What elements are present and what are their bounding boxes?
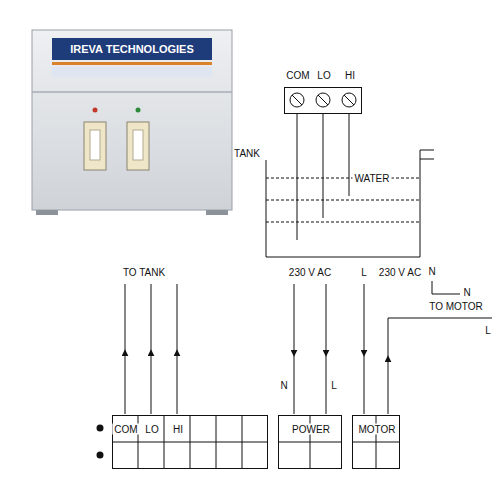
tank-wire	[177, 284, 178, 350]
tank-label: TANK	[234, 148, 260, 159]
controller-body	[32, 30, 232, 210]
motor-out-wire	[388, 318, 492, 356]
terminal-screw	[342, 93, 356, 107]
power-wire	[326, 284, 327, 356]
mode-switch	[127, 122, 149, 170]
motor-out-wire	[388, 356, 389, 414]
power-wire	[294, 284, 295, 356]
mounting-foot	[206, 210, 228, 215]
tank-wire	[151, 284, 152, 350]
signal-name: L	[361, 267, 367, 278]
power-terminal-strip: POWER	[278, 415, 342, 469]
level-line	[266, 200, 419, 201]
lo-probe	[323, 114, 324, 218]
label-strip	[52, 67, 212, 77]
supply-voltage: 230 V AC	[379, 267, 421, 278]
switch-rocker	[133, 130, 143, 160]
tank-wire	[125, 350, 126, 414]
terminal-label: POWER	[290, 424, 332, 435]
panel-seam	[32, 91, 232, 93]
terminal-screw	[316, 93, 330, 107]
tank-wire	[125, 284, 126, 350]
terminal-label: LO	[143, 424, 160, 435]
motor-line-wire	[364, 284, 365, 356]
tank-terminal-block: COMLOHI	[284, 87, 362, 114]
signal-name: N	[280, 380, 287, 391]
hi-probe	[349, 114, 350, 196]
tank-wall	[420, 159, 434, 160]
water-label: WATER	[353, 173, 392, 184]
strip-divider	[278, 442, 342, 443]
strip-divider	[112, 442, 268, 443]
tank-wall	[420, 150, 434, 151]
com-probe	[297, 114, 298, 240]
wire-destination: TO TANK	[123, 267, 165, 278]
terminal-label: COM	[286, 70, 309, 81]
mounting-foot	[36, 210, 58, 215]
strip-divider	[352, 442, 400, 443]
terminal-label: COM	[112, 424, 139, 435]
terminal-screw	[290, 93, 304, 107]
screw-slot	[292, 95, 302, 105]
controller-photo	[32, 30, 232, 215]
indicator-led	[136, 108, 141, 113]
tank-wall	[420, 150, 421, 159]
signal-name: L	[331, 380, 337, 391]
water-level	[266, 178, 419, 179]
label-stripe	[52, 62, 212, 65]
sensor-terminal-strip: COM LO HI	[112, 415, 268, 469]
signal-name: N	[428, 266, 435, 277]
terminal-label: HI	[171, 424, 185, 435]
water-tank: TANKWATER	[265, 150, 422, 258]
tank-wall	[266, 159, 420, 257]
power-wire	[326, 356, 327, 414]
brand-name: IREVA TECHNOLOGIES	[70, 43, 193, 55]
mounting-dot	[97, 452, 104, 459]
signal-name: L	[485, 325, 491, 336]
screw-slot	[344, 95, 354, 105]
switch-rocker	[90, 130, 100, 160]
tank-outline	[265, 150, 422, 258]
power-switch	[84, 122, 106, 170]
terminal-label: MOTOR	[356, 424, 397, 435]
indicator-led	[93, 108, 98, 113]
brand-band: IREVA TECHNOLOGIES	[52, 38, 212, 60]
wire-destination: TO MOTOR	[429, 301, 483, 312]
supply-voltage: 230 V AC	[289, 267, 331, 278]
screw-slot	[318, 95, 328, 105]
tank-wire	[151, 350, 152, 414]
terminal-label: HI	[345, 70, 355, 81]
signal-name: N	[463, 287, 470, 298]
mounting-dot	[97, 425, 104, 432]
motor-line-wire	[364, 356, 365, 414]
power-wire	[294, 356, 295, 414]
terminal-label: LO	[317, 70, 330, 81]
tank-wire	[177, 350, 178, 414]
neutral-wire	[432, 281, 460, 294]
level-line	[266, 222, 419, 223]
motor-terminal-strip: MOTOR	[352, 415, 400, 469]
